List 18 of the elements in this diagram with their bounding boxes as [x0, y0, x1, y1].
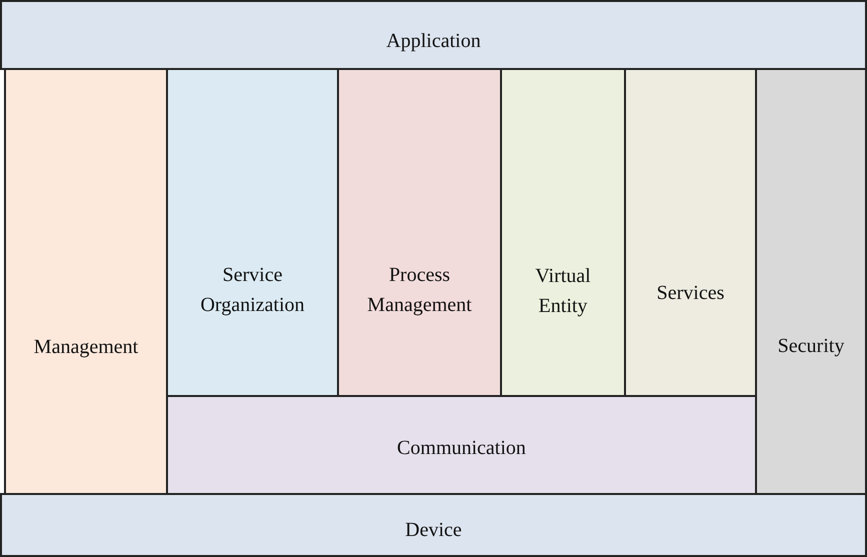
layer-box [337, 68, 502, 397]
layer-box [0, 0, 867, 70]
layer-label: Services [656, 280, 724, 306]
layer-box [166, 68, 339, 397]
layer-box [500, 68, 626, 397]
layer-label: Management [34, 334, 138, 360]
layer-label: Communication [397, 436, 526, 461]
layer-label: Process Management [366, 262, 473, 318]
layer-label: Device [405, 518, 462, 543]
layer-label: Application [386, 29, 481, 54]
layer-label: Service Organization [199, 262, 306, 318]
layer-box [755, 68, 867, 495]
layer-label: Security [778, 334, 844, 358]
layer-label: Virtual Entity [534, 264, 592, 318]
layer-box [4, 68, 168, 495]
layer-box [624, 68, 757, 397]
layer-box [166, 395, 757, 495]
layer-box [0, 493, 867, 557]
